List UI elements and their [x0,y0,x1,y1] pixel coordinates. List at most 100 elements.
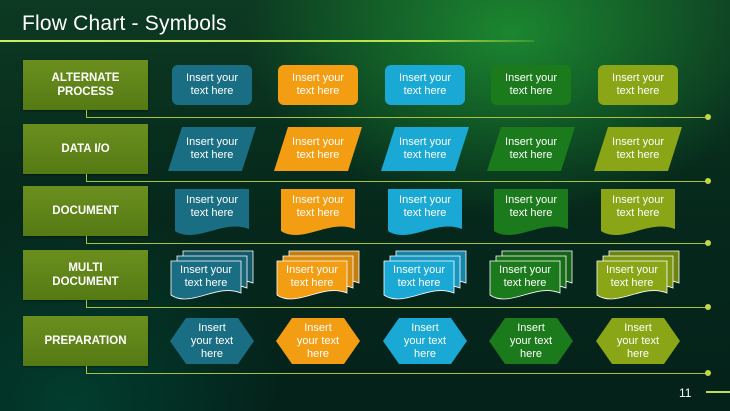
multi-document-shape [596,250,680,300]
symbol-text-box[interactable]: Insert your text here [489,318,573,364]
preparation-symbol[interactable]: Insert your text here [170,318,254,364]
symbol-text-box[interactable]: Insert your text here [168,127,256,171]
row-label-text: MULTI DOCUMENT [52,262,119,288]
row-connector-tick [86,174,87,181]
row-label-text: DATA I/O [61,143,110,155]
row-separator-line [86,243,708,244]
multi-document-symbol[interactable]: Insert your text here [276,250,360,300]
symbol-text-box[interactable]: Insert your text here [274,127,362,171]
alternate-process-shape [172,65,252,105]
symbol-text-box[interactable]: Insert your text here [596,318,680,364]
symbol-text-box[interactable]: Insert your text here [601,185,675,229]
document-symbol[interactable]: Insert your text here [494,189,568,235]
preparation-shape [489,318,573,364]
symbol-text-box[interactable]: Insert your text here [281,185,355,229]
row-label-text: PREPARATION [44,335,127,347]
slide-title[interactable]: Flow Chart - Symbols [22,12,227,35]
symbol-text-box[interactable]: Insert your text here [487,127,575,171]
symbol-text-box[interactable]: Insert your text here [172,65,252,105]
symbol-placeholder-text: Insert your text here [399,136,451,161]
multi-document-shape [489,250,573,300]
document-shape [281,189,355,235]
symbol-text-box[interactable]: Insert your text here [384,259,454,295]
row-label-data-io[interactable]: DATA I/O [23,124,148,174]
alternate-process-symbol[interactable]: Insert your text here [491,65,571,105]
row-label-text: ALTERNATE PROCESS [51,72,120,98]
alternate-process-shape [278,65,358,105]
symbol-placeholder-text: Insert your text here [612,136,664,161]
symbol-text-box[interactable]: Insert your text here [494,185,568,229]
alternate-process-symbol[interactable]: Insert your text here [385,65,465,105]
symbol-text-box[interactable]: Insert your text here [388,185,462,229]
page-number: 11 [679,386,692,400]
preparation-symbol[interactable]: Insert your text here [383,318,467,364]
symbol-text-box[interactable]: Insert your text here [383,318,467,364]
document-shape [601,189,675,235]
preparation-shape [170,318,254,364]
row-label-preparation[interactable]: PREPARATION [23,316,148,366]
document-symbol[interactable]: Insert your text here [601,189,675,235]
preparation-shape [276,318,360,364]
document-shape [388,189,462,235]
row-connector-tick [86,366,87,373]
symbol-text-box[interactable]: Insert your text here [594,127,682,171]
symbol-text-box[interactable]: Insert your text here [491,65,571,105]
alternate-process-symbol[interactable]: Insert your text here [278,65,358,105]
document-shape [175,189,249,235]
data-io-shape [594,127,682,171]
alternate-process-symbol[interactable]: Insert your text here [598,65,678,105]
row-end-dot [705,114,711,120]
symbol-placeholder-text: Insert your text here [292,136,344,161]
data-io-symbol[interactable]: Insert your text here [487,127,575,171]
multi-document-shape [276,250,360,300]
row-separator-line [86,117,708,118]
document-symbol[interactable]: Insert your text here [175,189,249,235]
row-label-text: DOCUMENT [52,205,119,217]
symbol-text-box[interactable]: Insert your text here [170,318,254,364]
symbol-text-box[interactable]: Insert your text here [276,318,360,364]
multi-document-shape [170,250,254,300]
data-io-symbol[interactable]: Insert your text here [381,127,469,171]
symbol-text-box[interactable]: Insert your text here [381,127,469,171]
multi-document-symbol[interactable]: Insert your text here [383,250,467,300]
document-shape [494,189,568,235]
data-io-symbol[interactable]: Insert your text here [168,127,256,171]
preparation-symbol[interactable]: Insert your text here [489,318,573,364]
symbol-text-box[interactable]: Insert your text here [278,65,358,105]
alternate-process-shape [491,65,571,105]
symbol-text-box[interactable]: Insert your text here [175,185,249,229]
symbol-text-box[interactable]: Insert your text here [598,65,678,105]
symbol-text-box[interactable]: Insert your text here [277,259,347,295]
preparation-symbol[interactable]: Insert your text here [596,318,680,364]
data-io-symbol[interactable]: Insert your text here [274,127,362,171]
document-symbol[interactable]: Insert your text here [281,189,355,235]
symbol-placeholder-text: Insert your text here [296,321,340,360]
symbol-placeholder-text: Insert your text here [606,264,658,289]
symbol-placeholder-text: Insert your text here [505,136,557,161]
preparation-symbol[interactable]: Insert your text here [276,318,360,364]
row-connector-tick [86,300,87,307]
symbol-text-box[interactable]: Insert your text here [597,259,667,295]
data-io-symbol[interactable]: Insert your text here [594,127,682,171]
symbol-text-box[interactable]: Insert your text here [171,259,241,295]
multi-document-symbol[interactable]: Insert your text here [489,250,573,300]
document-symbol[interactable]: Insert your text here [388,189,462,235]
multi-document-symbol[interactable]: Insert your text here [170,250,254,300]
symbol-placeholder-text: Insert your text here [399,194,451,219]
row-label-document[interactable]: DOCUMENT [23,186,148,236]
symbol-placeholder-text: Insert your text here [180,264,232,289]
row-end-dot [705,304,711,310]
alternate-process-shape [598,65,678,105]
row-end-dot [705,240,711,246]
data-io-shape [381,127,469,171]
row-label-alternate-process[interactable]: ALTERNATE PROCESS [23,60,148,110]
row-label-multi-document[interactable]: MULTI DOCUMENT [23,250,148,300]
multi-document-symbol[interactable]: Insert your text here [596,250,680,300]
symbol-text-box[interactable]: Insert your text here [490,259,560,295]
alternate-process-symbol[interactable]: Insert your text here [172,65,252,105]
symbol-placeholder-text: Insert your text here [292,72,344,97]
symbol-placeholder-text: Insert your text here [186,72,238,97]
symbol-text-box[interactable]: Insert your text here [385,65,465,105]
symbol-placeholder-text: Insert your text here [403,321,447,360]
row-end-dot [705,178,711,184]
